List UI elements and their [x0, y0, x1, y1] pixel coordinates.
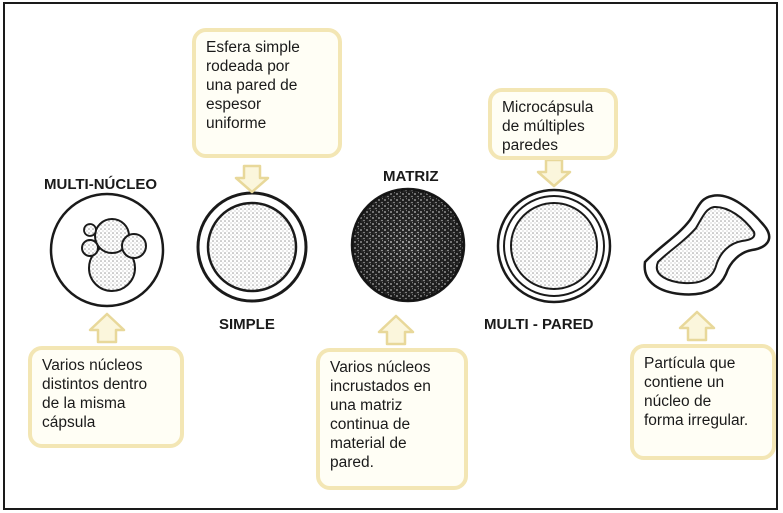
irregular-particle — [643, 194, 771, 296]
matrix-capsule — [350, 187, 466, 303]
arrow-up-irregular — [678, 310, 716, 342]
multi-wall-capsule — [496, 188, 612, 304]
callout-simple: Esfera simple rodeada por una pared de e… — [192, 28, 342, 158]
callout-multi-nucleus: Varios núcleos distintos dentro de la mi… — [28, 346, 184, 448]
label-multi-nucleus: MULTI-NÚCLEO — [44, 176, 158, 193]
label-matrix: MATRIZ — [383, 168, 439, 185]
arrow-up-multi-nucleus — [88, 312, 126, 344]
simple-capsule — [196, 191, 308, 303]
arrow-up-matrix — [377, 314, 415, 346]
arrow-down-multi-wall — [536, 158, 572, 188]
label-simple: SIMPLE — [219, 316, 275, 333]
arrow-down-simple — [234, 164, 270, 194]
callout-irregular: Partícula que contiene un núcleo de form… — [630, 344, 776, 460]
diagram-frame — [3, 2, 778, 510]
callout-multi-wall: Microcápsula de múltiples paredes — [488, 88, 618, 160]
multi-nucleus-capsule — [49, 192, 165, 308]
label-multi-wall: MULTI - PARED — [484, 316, 594, 333]
callout-matrix: Varios núcleos incrustados en una matriz… — [316, 348, 468, 490]
